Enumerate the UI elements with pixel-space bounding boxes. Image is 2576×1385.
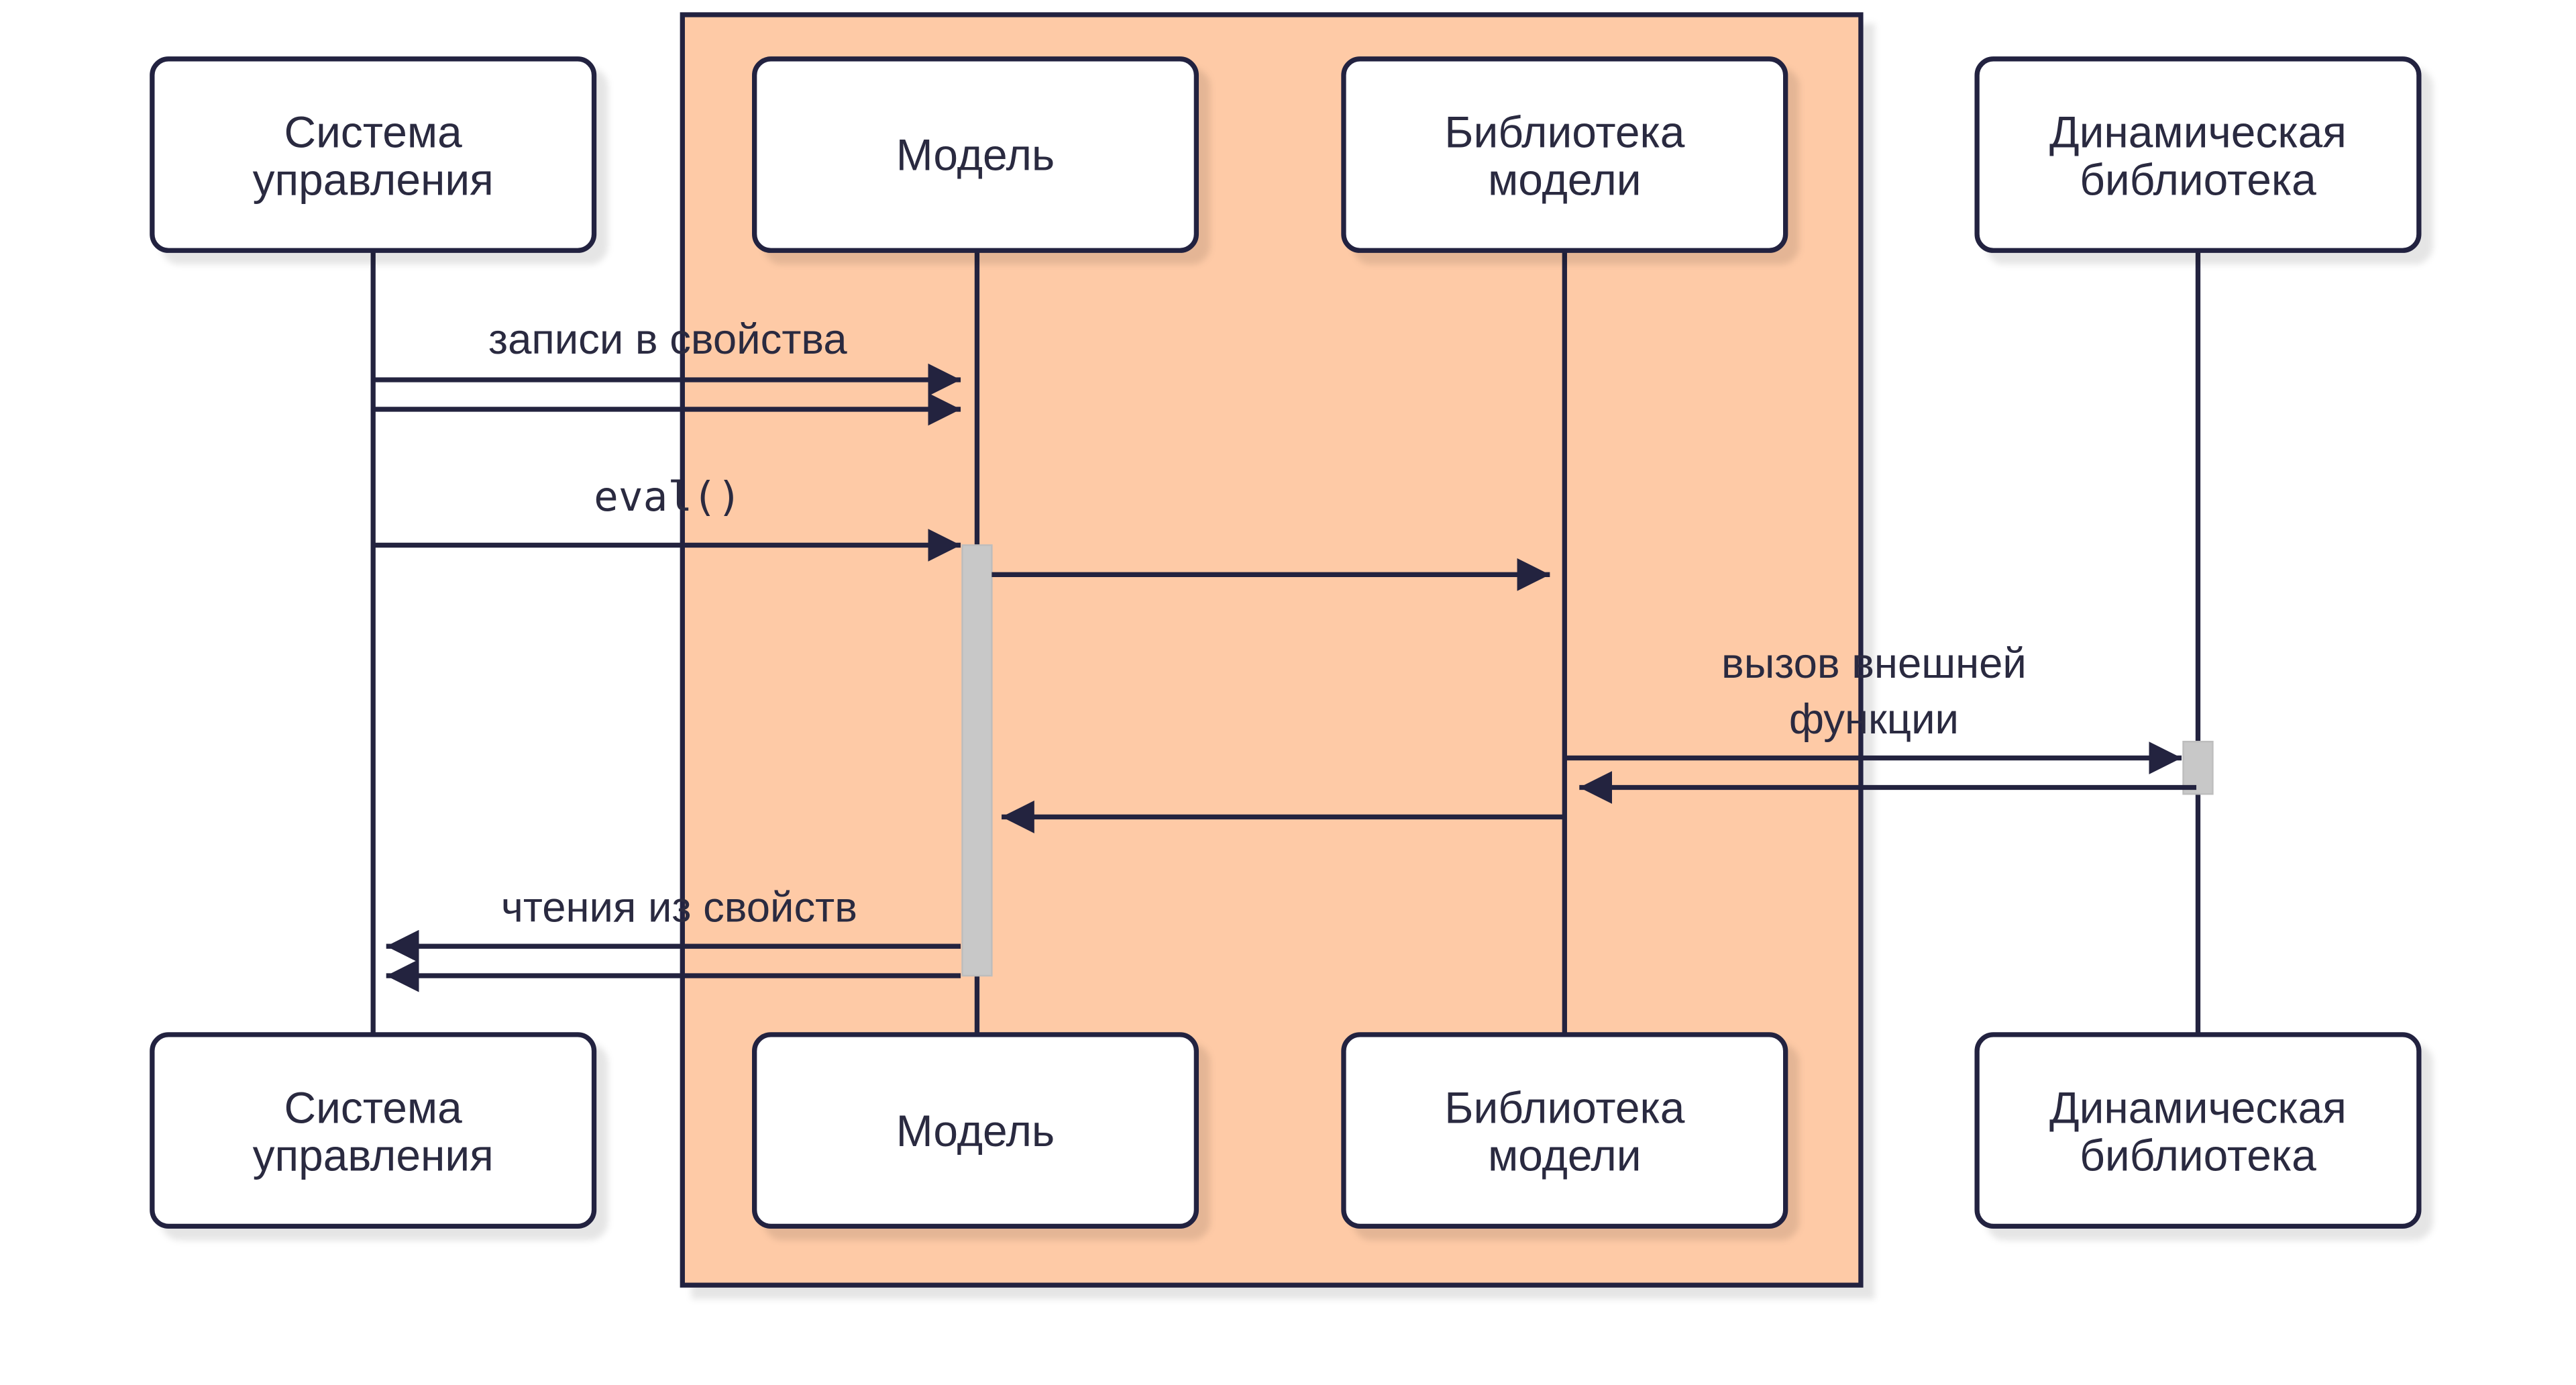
svg-text:Динамическая: Динамическая [2049,1083,2347,1133]
svg-text:Динамическая: Динамическая [2049,107,2347,157]
participant-model-top: Модель [751,56,1199,253]
svg-text:Модель: Модель [896,130,1055,180]
label-eval: eval() [594,473,741,521]
svg-text:модели: модели [1488,1130,1642,1180]
label-reads: чтения из свойств [501,884,857,931]
label-external-call-1: вызов внешней [1721,640,2027,687]
participant-model-lib-bottom: Библиотека модели [1341,1032,1788,1229]
label-writes: записи в свойства [488,316,847,363]
svg-text:библиотека: библиотека [2080,154,2316,204]
svg-text:Система: Система [284,107,463,157]
activation-model [961,544,993,977]
svg-text:библиотека: библиотека [2080,1130,2316,1180]
participant-model-lib-top: Библиотека модели [1341,56,1788,253]
svg-text:Модель: Модель [896,1106,1055,1156]
svg-text:управления: управления [253,1130,494,1180]
svg-text:управления: управления [253,154,494,204]
svg-text:Библиотека: Библиотека [1444,107,1684,157]
svg-text:Библиотека: Библиотека [1444,1083,1684,1133]
participant-control-top: Система управления [150,56,597,253]
svg-text:модели: модели [1488,154,1642,204]
participant-control-bottom: Система управления [150,1032,597,1229]
participant-dyn-lib-top: Динамическая библиотека [1974,56,2422,253]
svg-text:Система: Система [284,1083,463,1133]
label-external-call-2: функции [1789,696,1959,743]
participant-dyn-lib-bottom: Динамическая библиотека [1974,1032,2422,1229]
participant-model-bottom: Модель [751,1032,1199,1229]
